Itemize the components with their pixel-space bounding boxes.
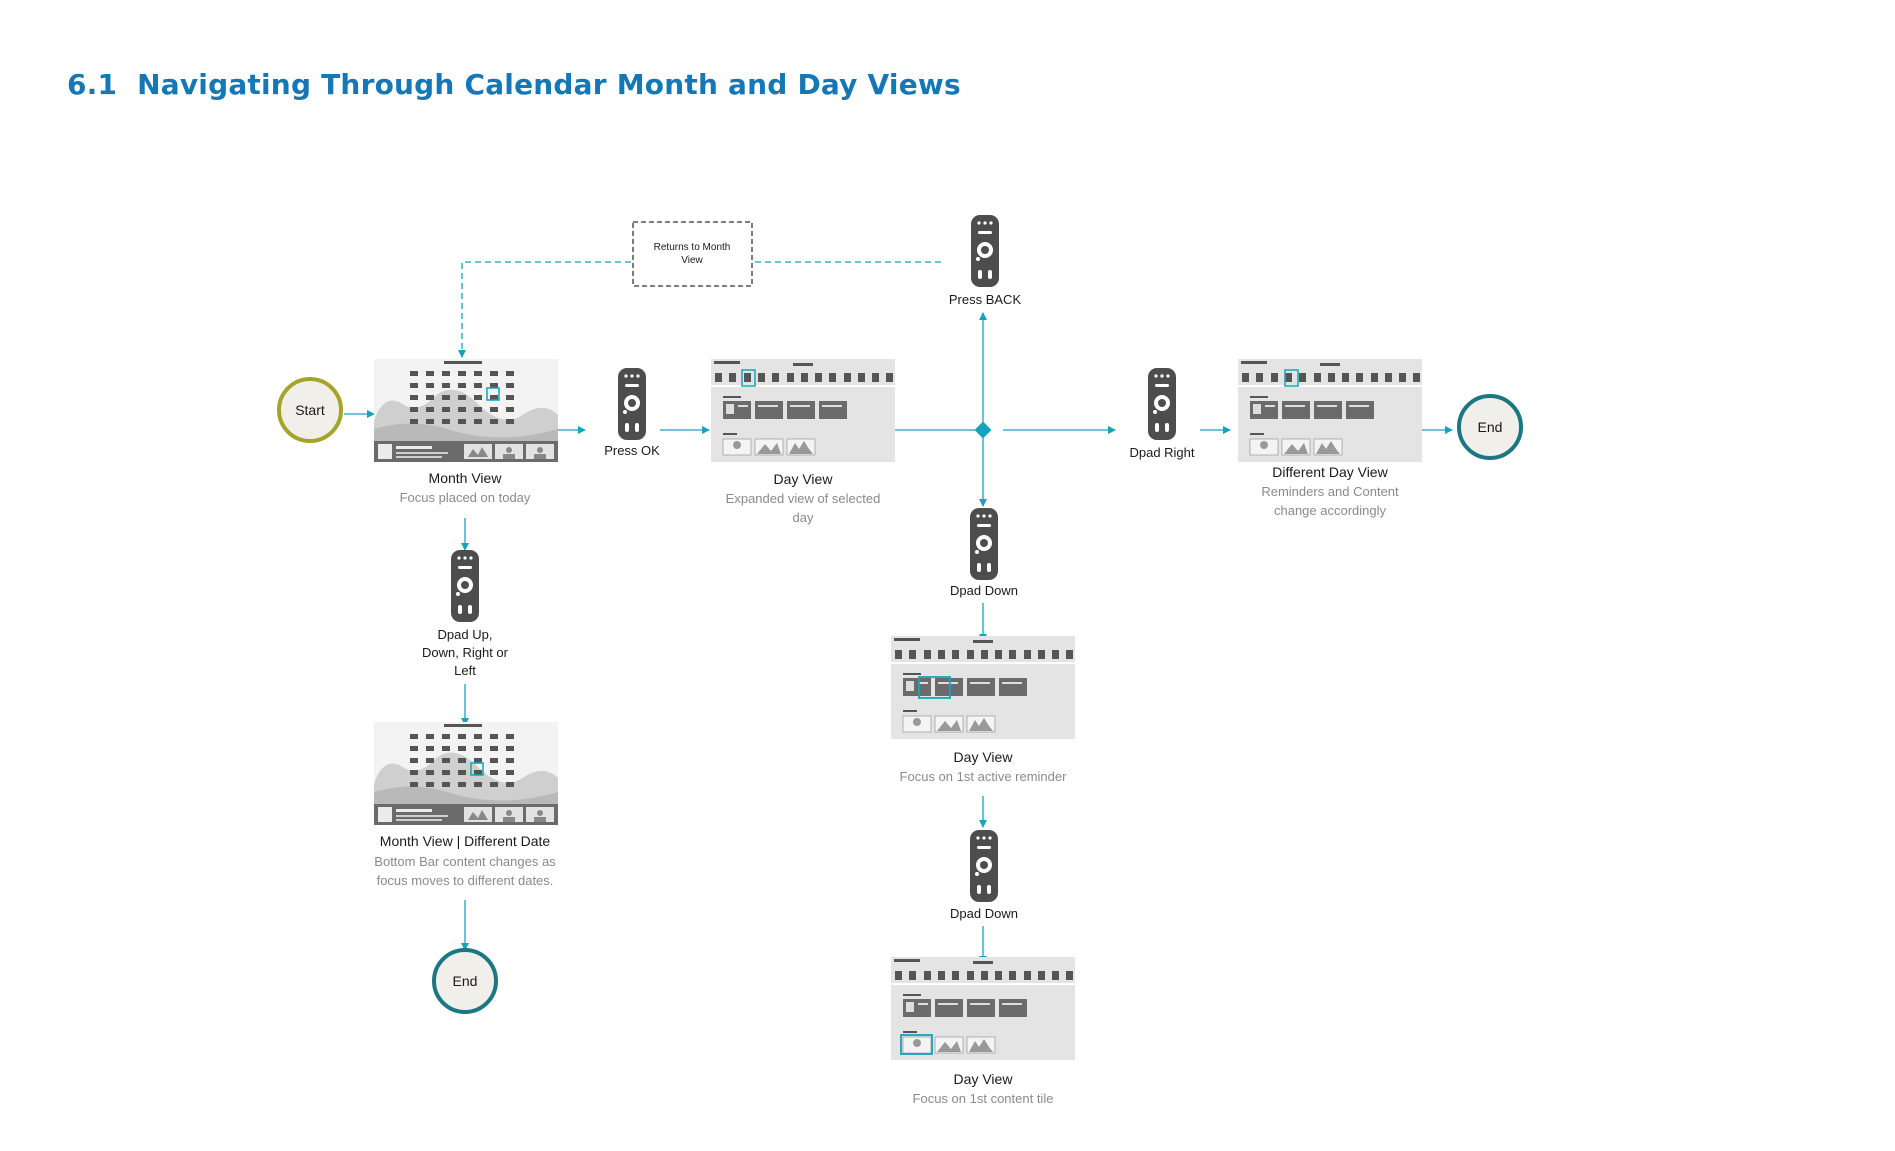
focus-highlight: [470, 762, 484, 776]
end-label-right: End: [1478, 419, 1503, 435]
day-view-thumbnail: [890, 956, 1076, 1061]
day-view-thumbnail: [1237, 358, 1423, 463]
day-view-title: Day View: [774, 471, 834, 487]
day-view-thumbnail: [710, 358, 896, 463]
diff-day-title: Different Day View: [1272, 464, 1388, 480]
remote-dpad-line-2: Down, Right or: [422, 645, 509, 660]
remote-control-icon: [451, 550, 479, 622]
remote-dpad-down-1: Dpad Down: [950, 508, 1018, 598]
day-content-sub: Focus on 1st content tile: [913, 1091, 1054, 1106]
screen-month-view: Month View Focus placed on today: [374, 359, 558, 505]
remote-press-ok: Press OK: [604, 368, 660, 458]
day-content-title: Day View: [954, 1071, 1014, 1087]
month-diff-sub-1: Bottom Bar content changes as: [374, 854, 556, 869]
day-reminder-title: Day View: [954, 749, 1014, 765]
screen-day-view: Day View Expanded view of selected day: [710, 358, 896, 525]
remote-control-icon: [1148, 368, 1176, 440]
section-title: Navigating Through Calendar Month and Da…: [137, 68, 961, 101]
remote-dpad-right: Dpad Right: [1129, 368, 1195, 460]
remote-control-icon: [970, 830, 998, 902]
focus-highlight: [900, 1034, 933, 1055]
month-view-thumbnail: [374, 722, 558, 825]
remote-control-icon: [618, 368, 646, 440]
end-node-bottom: End: [432, 948, 498, 1014]
day-reminder-sub: Focus on 1st active reminder: [900, 769, 1068, 784]
screen-month-different-date: Month View | Different Date Bottom Bar c…: [374, 722, 558, 888]
remote-down-1-label: Dpad Down: [950, 583, 1018, 598]
remote-dpad-down-2: Dpad Down: [950, 830, 1018, 921]
month-diff-sub-2: focus moves to different dates.: [377, 873, 554, 888]
month-view-title: Month View: [429, 470, 503, 486]
remote-back-label: Press BACK: [949, 292, 1022, 307]
screen-day-view-reminder: Day View Focus on 1st active reminder: [890, 635, 1076, 784]
remote-ok-label: Press OK: [604, 443, 660, 458]
remote-right-label: Dpad Right: [1129, 445, 1194, 460]
connectors: [344, 312, 1453, 964]
screen-day-view-content: Day View Focus on 1st content tile: [890, 956, 1076, 1106]
remote-dpad-line-3: Left: [454, 663, 476, 678]
month-view-sub: Focus placed on today: [400, 490, 531, 505]
day-view-sub-1: Expanded view of selected: [726, 491, 881, 506]
junction-diamond: [974, 421, 992, 439]
remote-control-icon: [970, 508, 998, 580]
end-node-right: End: [1457, 394, 1523, 460]
screen-different-day-view: Different Day View Reminders and Content…: [1237, 358, 1423, 518]
focus-highlight: [918, 676, 951, 699]
focus-highlight: [486, 387, 500, 401]
focus-highlight: [741, 369, 756, 387]
remote-press-back: Press BACK: [949, 215, 1022, 307]
start-node: Start: [277, 377, 343, 443]
start-label: Start: [295, 402, 325, 418]
month-diff-title: Month View | Different Date: [380, 833, 551, 849]
focus-highlight: [1284, 369, 1299, 387]
diff-day-sub-2: change accordingly: [1274, 503, 1387, 518]
section-number: 6.1: [67, 68, 118, 101]
day-view-sub-2: day: [793, 510, 814, 525]
remote-dpad-all: Dpad Up, Down, Right or Left: [422, 550, 509, 678]
remote-dpad-line-1: Dpad Up,: [438, 627, 493, 642]
remote-down-2-label: Dpad Down: [950, 906, 1018, 921]
end-label-bottom: End: [453, 973, 478, 989]
page-title: 6.1 Navigating Through Calendar Month an…: [67, 68, 961, 101]
month-view-thumbnail: [374, 359, 558, 462]
returns-note: Returns to Month View: [632, 221, 753, 287]
diff-day-sub-1: Reminders and Content: [1261, 484, 1399, 499]
note-line-2: View: [681, 255, 703, 266]
note-line-1: Returns to Month: [654, 242, 731, 253]
remote-control-icon: [971, 215, 999, 287]
back-connector: [458, 261, 941, 358]
